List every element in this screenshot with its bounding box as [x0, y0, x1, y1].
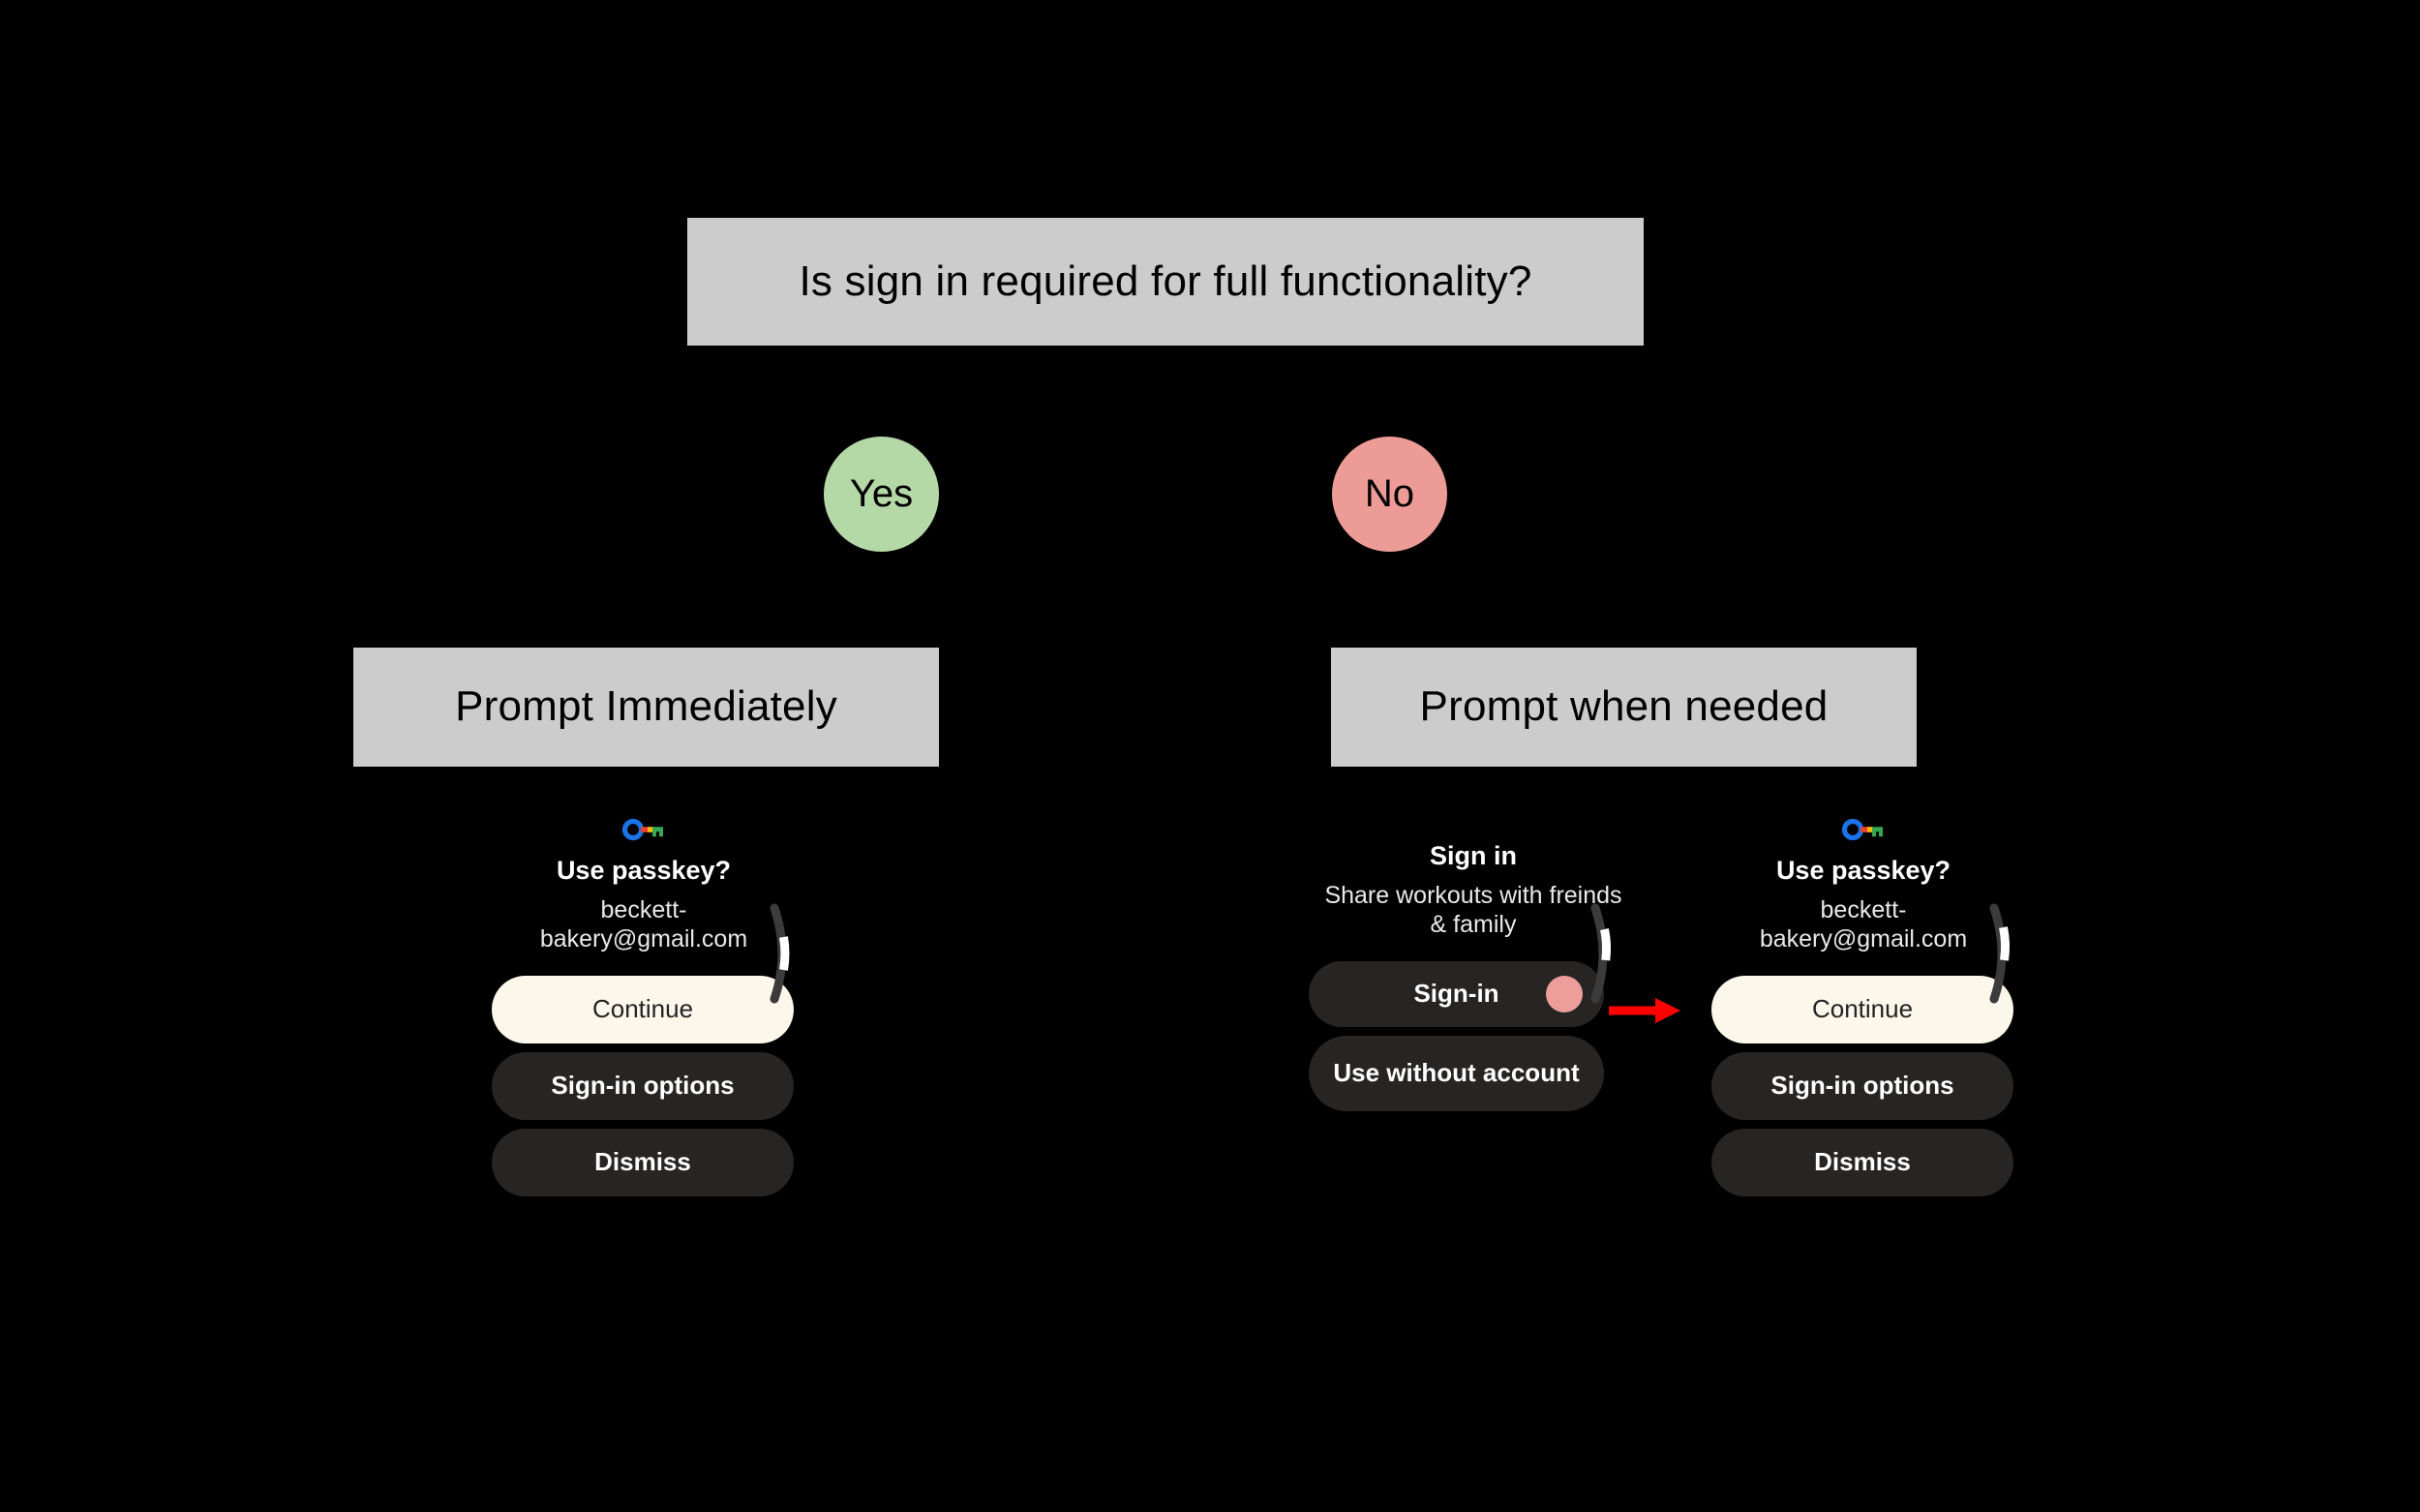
watch-middle-use-without-account-label: Use without account: [1333, 1058, 1580, 1088]
connector-yes-down: [638, 634, 642, 655]
watch-screen-signin: Sign in Share workouts with freinds & fa…: [1309, 803, 1638, 1258]
outcome-node-prompt-when-needed: Prompt when needed: [1331, 648, 1917, 767]
watch-left-continue-button[interactable]: Continue: [492, 976, 794, 1043]
watch-middle-signin-label: Sign-in: [1413, 979, 1499, 1009]
watch-left-dismiss-button[interactable]: Dismiss: [492, 1129, 794, 1196]
branch-node-yes: Yes: [824, 437, 939, 552]
watch-left-signin-options-label: Sign-in options: [551, 1071, 735, 1101]
watch-left-title: Use passkey?: [556, 856, 732, 885]
watch-right-signin-options-button[interactable]: Sign-in options: [1711, 1052, 2013, 1120]
flow-arrow-signin-to-passkey-icon: [1607, 994, 1682, 1032]
watch-left-scrollbar[interactable]: [767, 900, 805, 1007]
account-avatar-dot: [1546, 976, 1583, 1013]
watch-right-title: Use passkey?: [1775, 856, 1951, 885]
branch-label-no: No: [1364, 472, 1415, 515]
watch-left-subtitle: beckett-bakery@gmail.com: [539, 896, 748, 953]
decision-node-box: Is sign in required for full functionali…: [687, 218, 1644, 346]
watch-right-dismiss-button[interactable]: Dismiss: [1711, 1129, 2013, 1196]
watch-middle-use-without-account-button[interactable]: Use without account: [1309, 1036, 1604, 1111]
outcome-label-prompt-when-needed: Prompt when needed: [1419, 682, 1829, 731]
watch-middle-title: Sign in: [1430, 841, 1517, 870]
google-passkey-icon: [621, 817, 665, 842]
watch-right-subtitle: beckett-bakery@gmail.com: [1759, 896, 1968, 953]
branch-label-yes: Yes: [849, 472, 914, 515]
branch-node-no: No: [1332, 437, 1447, 552]
watch-left-dismiss-label: Dismiss: [594, 1147, 691, 1177]
watch-right-continue-label: Continue: [1811, 994, 1914, 1024]
watch-screen-prompt-immediately: Use passkey? beckett-bakery@gmail.com Co…: [426, 803, 862, 1307]
decision-node-label: Is sign in required for full functionali…: [799, 257, 1532, 305]
watch-middle-signin-button[interactable]: Sign-in: [1309, 961, 1604, 1027]
watch-right-scrollbar[interactable]: [1986, 900, 2025, 1007]
connector-no-down: [1615, 634, 1618, 655]
watch-right-signin-options-label: Sign-in options: [1770, 1071, 1954, 1101]
watch-right-dismiss-label: Dismiss: [1814, 1147, 1911, 1177]
watch-left-signin-options-button[interactable]: Sign-in options: [492, 1052, 794, 1120]
outcome-label-prompt-immediately: Prompt Immediately: [455, 682, 837, 731]
watch-middle-scrollbar[interactable]: [1588, 900, 1626, 1007]
watch-screen-prompt-when-needed-passkey: Use passkey? beckett-bakery@gmail.com Co…: [1646, 803, 2081, 1307]
connector-decision-down: [1163, 337, 1166, 360]
watch-left-continue-label: Continue: [591, 994, 694, 1024]
watch-right-continue-button[interactable]: Continue: [1711, 976, 2013, 1043]
outcome-node-prompt-immediately: Prompt Immediately: [353, 648, 939, 767]
google-passkey-icon: [1841, 817, 1885, 842]
watch-middle-subtitle: Share workouts with freinds & family: [1324, 882, 1622, 938]
